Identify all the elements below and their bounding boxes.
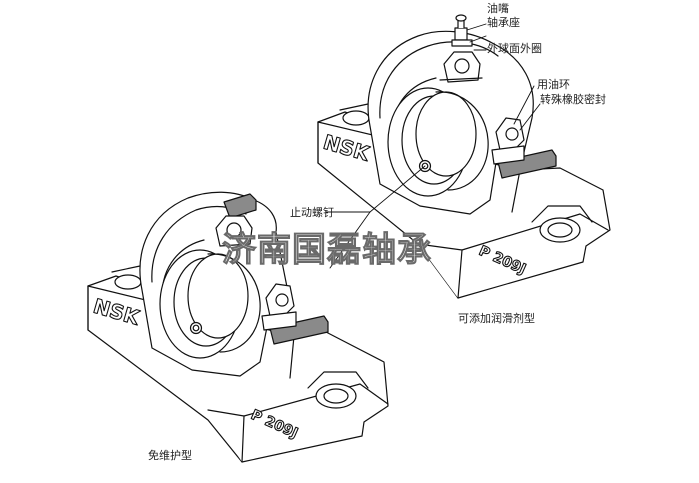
label-type-lubricated: 可添加润滑剂型: [458, 312, 535, 325]
pillow-block-unit-lubricated: NSK P 209J: [317, 14, 611, 299]
leader-set-screw-bottom: [329, 211, 371, 269]
label-set-screw: 止动螺钉: [290, 206, 334, 219]
rubber-seal-left: [269, 315, 329, 345]
foot-bolt-slot-left-back: [114, 274, 142, 290]
pillow-block-unit-maintenance-free: NSK P 209J: [87, 191, 389, 463]
label-type-maintenance-free: 免维护型: [148, 449, 192, 462]
leader-lines: [325, 23, 541, 269]
top-seal-left: [223, 193, 257, 219]
leader-oil-nipple: [466, 23, 487, 31]
cutaway-ball-left-top: [215, 215, 253, 247]
label-rubber-seal: 转殊橡胶密封: [540, 93, 606, 106]
cutaway-ball-right-bottom: [491, 117, 525, 165]
brand-emboss-right: NSK: [321, 130, 374, 166]
leader-rubber-seal: [519, 103, 541, 131]
oil-nipple: [451, 14, 473, 47]
label-oil-nipple: 油嘴: [487, 2, 509, 15]
cutaway-ball-right-top: [439, 51, 483, 83]
bearing-insert-left: [159, 249, 261, 359]
foot-bolt-slot-left-front: [307, 371, 369, 409]
set-screw-left: [189, 321, 203, 335]
label-oil-slinger: 用油环: [537, 78, 570, 91]
foot-bolt-slot-right-back: [342, 110, 370, 126]
label-bearing-housing: 轴承座: [487, 16, 520, 29]
bearing-insert-right: [387, 87, 489, 197]
cutaway-ball-left-bottom: [261, 283, 297, 331]
label-outer-ring: 外球面外圈: [487, 42, 542, 55]
foot-bolt-slot-right-front: [531, 205, 593, 243]
leader-oil-slinger: [513, 85, 535, 125]
rubber-seal-right: [497, 149, 557, 179]
watermark-text: 济南国磊轴承: [222, 230, 432, 271]
leader-bearing-housing: [469, 35, 487, 43]
